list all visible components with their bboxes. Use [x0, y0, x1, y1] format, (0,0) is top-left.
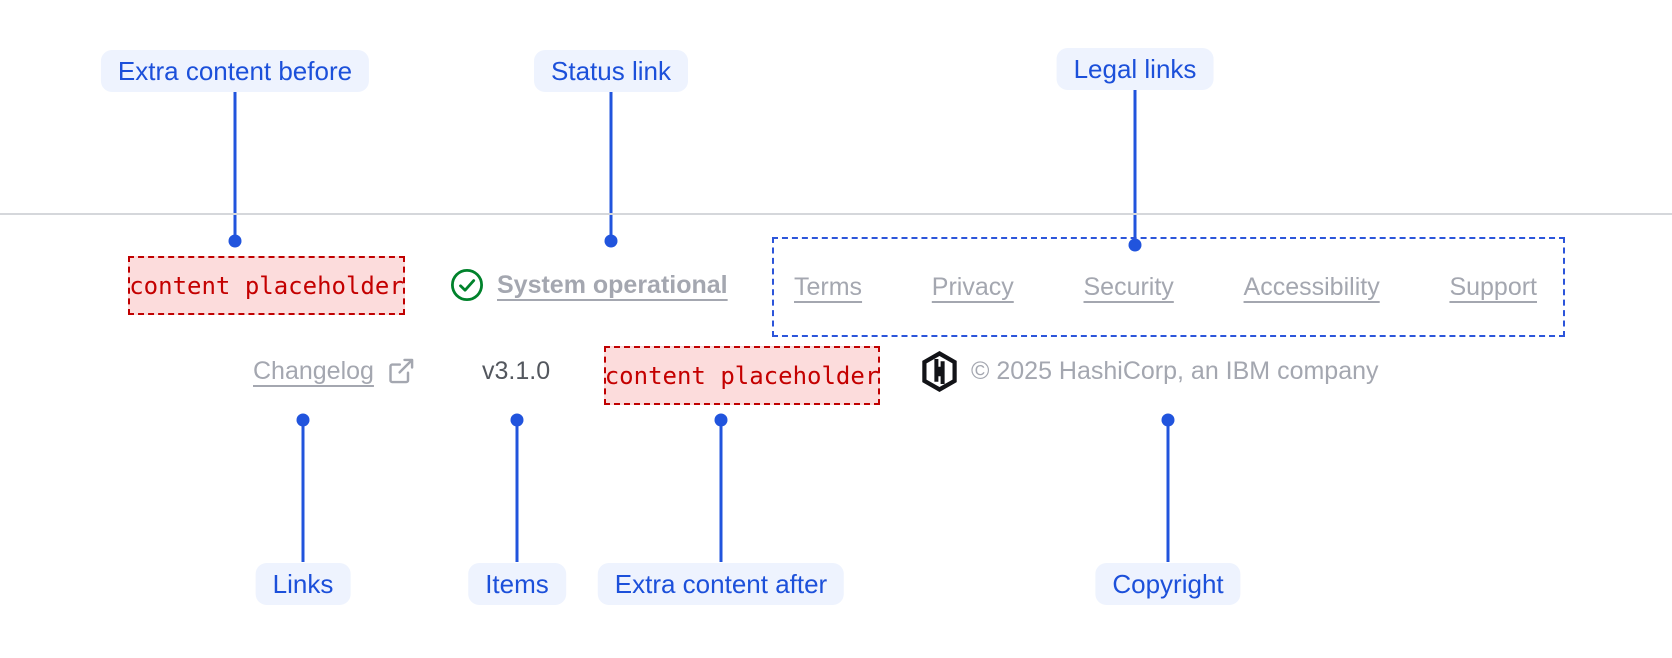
external-link-icon — [387, 357, 415, 385]
callout-extra-content-after: Extra content after — [597, 563, 845, 605]
callout-status-link: Status link — [534, 50, 688, 92]
callout-line — [1166, 426, 1170, 562]
copyright-text: © 2025 HashiCorp, an IBM company — [971, 356, 1379, 385]
check-circle-icon — [450, 268, 484, 302]
extra-content-after-slot: content placeholder — [604, 346, 880, 405]
callout-line — [515, 426, 519, 562]
legal-link-terms[interactable]: Terms — [794, 272, 863, 301]
hashicorp-logo — [921, 350, 958, 392]
callout-extra-content-before: Extra content before — [100, 50, 370, 92]
callout-dot — [1128, 238, 1142, 252]
callout-line — [719, 426, 723, 562]
legal-links-slot: Terms Privacy Security Accessibility Sup… — [772, 237, 1565, 337]
callout-copyright: Copyright — [1095, 563, 1241, 605]
callout-line — [609, 92, 613, 236]
changelog-link-label[interactable]: Changelog — [253, 356, 374, 385]
copyright-item: © 2025 HashiCorp, an IBM company — [921, 341, 1379, 401]
version-item: v3.1.0 — [482, 341, 550, 401]
extra-content-before-slot: content placeholder — [128, 256, 405, 315]
placeholder-text: content placeholder — [604, 361, 880, 390]
legal-link-security[interactable]: Security — [1083, 272, 1174, 301]
changelog-link[interactable]: Changelog — [253, 341, 415, 401]
callout-legal-links: Legal links — [1056, 48, 1214, 90]
callout-dot — [510, 413, 524, 427]
callout-dot — [228, 234, 242, 248]
callout-dot — [604, 234, 618, 248]
callout-line — [301, 426, 305, 562]
callout-line — [233, 92, 237, 236]
status-link[interactable]: System operational — [450, 255, 728, 315]
version-label: v3.1.0 — [482, 356, 551, 385]
footer-top-divider — [0, 213, 1672, 215]
callout-dot — [296, 413, 310, 427]
status-link-label[interactable]: System operational — [497, 270, 728, 299]
legal-link-support[interactable]: Support — [1449, 272, 1537, 301]
callout-items: Items — [468, 563, 566, 605]
callout-dot — [1161, 413, 1175, 427]
legal-link-privacy[interactable]: Privacy — [931, 272, 1014, 301]
placeholder-text: content placeholder — [129, 271, 404, 300]
callout-dot — [714, 413, 728, 427]
legal-link-accessibility[interactable]: Accessibility — [1243, 272, 1380, 301]
callout-links: Links — [255, 563, 351, 605]
callout-line — [1133, 90, 1137, 240]
